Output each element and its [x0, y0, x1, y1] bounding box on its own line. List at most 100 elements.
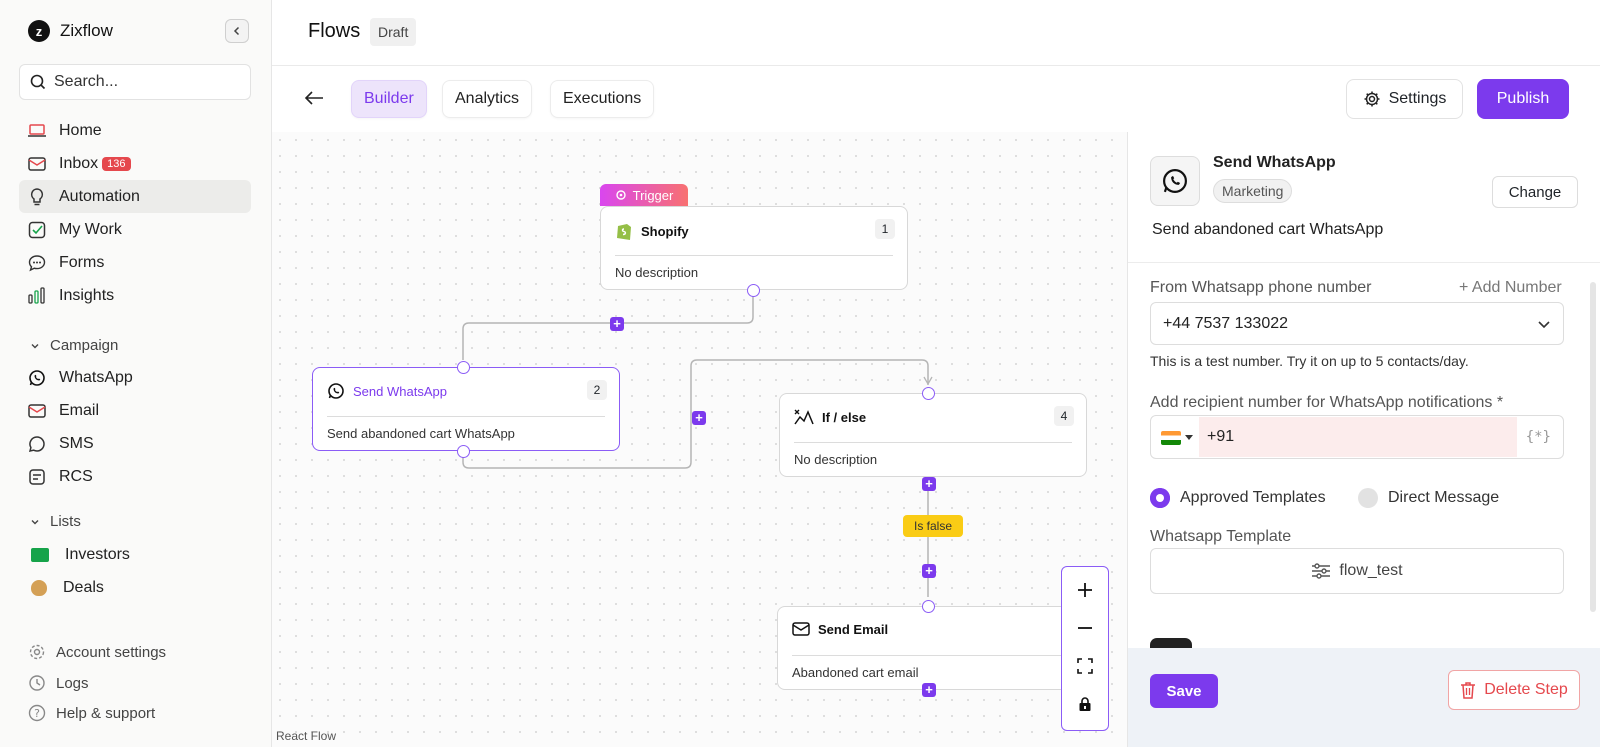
- node-header: Send WhatsApp: [327, 382, 447, 400]
- sidebar-item-inbox[interactable]: Inbox 136: [19, 147, 251, 180]
- shopify-icon: [617, 224, 631, 240]
- sidebar-item-account-settings[interactable]: Account settings: [28, 643, 166, 661]
- lists-section-toggle[interactable]: Lists: [30, 513, 81, 530]
- fit-view-button[interactable]: [1062, 647, 1108, 685]
- sidebar: z Zixflow Search... Home Inbox 136 Autom…: [0, 0, 272, 747]
- add-step-button[interactable]: +: [922, 477, 936, 491]
- node-description: No description: [794, 452, 878, 467]
- sidebar-item-investors[interactable]: Investors: [19, 538, 251, 571]
- flow-node-send-whatsapp[interactable]: Send WhatsApp 2 Send abandoned cart What…: [312, 367, 620, 451]
- settings-button[interactable]: Settings: [1346, 79, 1463, 119]
- from-number-select[interactable]: +44 7537 133022: [1150, 302, 1564, 345]
- step-icon: [1150, 156, 1200, 206]
- caret-down-icon[interactable]: [1185, 435, 1193, 441]
- flow-canvas[interactable]: Trigger Shopify 1 No description + Send …: [272, 132, 1127, 747]
- add-step-button[interactable]: +: [692, 411, 706, 425]
- builder-toolbar: Builder Analytics Executions Settings Pu…: [272, 66, 1600, 132]
- chevron-down-icon: [31, 519, 39, 524]
- top-header: Flows Draft: [272, 0, 1600, 66]
- zoom-in-button[interactable]: [1062, 571, 1108, 609]
- react-flow-attribution[interactable]: React Flow: [276, 729, 337, 743]
- node-output-handle[interactable]: [747, 284, 760, 297]
- search-icon: [30, 74, 46, 90]
- brand[interactable]: z Zixflow: [28, 20, 113, 42]
- sidebar-item-automation[interactable]: Automation: [19, 180, 251, 213]
- node-input-handle[interactable]: [922, 600, 935, 613]
- recipient-label: Add recipient number for WhatsApp notifi…: [1150, 394, 1504, 411]
- chevron-down-icon: [1538, 321, 1550, 329]
- sidebar-item-rcs[interactable]: RCS: [19, 460, 251, 493]
- lock-button[interactable]: [1062, 685, 1108, 723]
- radio-label: Approved Templates: [1180, 489, 1326, 506]
- gear-icon: [29, 644, 45, 660]
- flow-node-if-else[interactable]: If / else 4 No description: [779, 393, 1087, 477]
- node-input-handle[interactable]: [457, 361, 470, 374]
- sidebar-item-deals[interactable]: Deals: [19, 571, 251, 604]
- recipient-phone-input[interactable]: [1199, 417, 1517, 457]
- node-divider: [794, 442, 1072, 443]
- node-input-handle[interactable]: [922, 387, 935, 400]
- back-button[interactable]: [302, 86, 326, 110]
- sidebar-item-label: WhatsApp: [59, 368, 133, 386]
- save-button[interactable]: Save: [1150, 674, 1218, 708]
- node-number: 4: [1054, 406, 1074, 426]
- tab-executions[interactable]: Executions: [550, 80, 655, 118]
- campaign-section-toggle[interactable]: Campaign: [30, 337, 118, 354]
- radio-approved-templates[interactable]: Approved Templates: [1150, 488, 1326, 508]
- node-divider: [327, 416, 605, 417]
- sidebar-item-label: Account settings: [56, 643, 167, 661]
- radio-label: Direct Message: [1388, 489, 1500, 506]
- sidebar-item-whatsapp[interactable]: WhatsApp: [19, 361, 251, 394]
- edge-arrow: [923, 376, 933, 386]
- sidebar-item-label: Inbox: [59, 154, 99, 172]
- trash-icon: [1461, 682, 1476, 699]
- inbox-count-badge: 136: [102, 156, 131, 171]
- sidebar-item-sms[interactable]: SMS: [19, 427, 251, 460]
- tab-analytics[interactable]: Analytics: [442, 80, 533, 118]
- mail-icon: [27, 401, 47, 421]
- radio-direct-message[interactable]: Direct Message: [1358, 488, 1499, 508]
- sidebar-item-label: Deals: [63, 578, 104, 596]
- whatsapp-icon: [328, 383, 344, 399]
- insert-variable-button[interactable]: {*}: [1525, 429, 1551, 445]
- tab-builder[interactable]: Builder: [351, 80, 427, 118]
- clock-icon: [29, 675, 45, 691]
- sidebar-item-insights[interactable]: Insights: [19, 279, 251, 312]
- add-number-link[interactable]: + Add Number: [1459, 279, 1562, 296]
- edge-whatsapp-ifelse: [462, 359, 929, 469]
- flow-node-shopify[interactable]: Shopify 1 No description: [600, 206, 908, 290]
- trigger-label: Trigger: [632, 187, 674, 203]
- add-step-button[interactable]: +: [610, 317, 624, 331]
- add-step-button[interactable]: +: [922, 564, 936, 578]
- node-title: If / else: [822, 409, 867, 425]
- message-square-icon: [27, 467, 47, 487]
- laptop-icon: [27, 121, 47, 141]
- node-title: Send Email: [818, 621, 889, 637]
- flow-node-send-email[interactable]: Send Email Abandoned cart email: [777, 606, 1077, 690]
- search-input[interactable]: Search...: [19, 64, 251, 100]
- india-flag-icon[interactable]: [1161, 431, 1181, 445]
- panel-divider: [1128, 262, 1600, 263]
- branch-false-label: Is false: [903, 515, 963, 537]
- status-badge: Draft: [370, 18, 417, 46]
- sidebar-item-forms[interactable]: Forms: [19, 246, 251, 279]
- step-description[interactable]: Send abandoned cart WhatsApp: [1152, 221, 1384, 238]
- template-select-button[interactable]: flow_test: [1150, 548, 1564, 594]
- sidebar-item-logs[interactable]: Logs: [28, 674, 89, 692]
- delete-step-button[interactable]: Delete Step: [1448, 670, 1580, 710]
- node-output-handle[interactable]: [457, 445, 470, 458]
- step-category-tag: Marketing: [1213, 179, 1293, 203]
- radio-checked-icon: [1150, 488, 1170, 508]
- sidebar-item-email[interactable]: Email: [19, 394, 251, 427]
- sidebar-item-my-work[interactable]: My Work: [19, 213, 251, 246]
- lock-icon: [1079, 697, 1091, 711]
- sidebar-item-home[interactable]: Home: [19, 114, 251, 147]
- sidebar-item-label: Help & support: [56, 704, 156, 722]
- sidebar-item-help-support[interactable]: ? Help & support: [28, 704, 155, 722]
- add-step-button[interactable]: +: [922, 683, 936, 697]
- panel-scrollbar[interactable]: [1590, 282, 1596, 612]
- zoom-out-button[interactable]: [1062, 609, 1108, 647]
- collapse-sidebar-button[interactable]: [225, 19, 249, 43]
- publish-button[interactable]: Publish: [1477, 79, 1569, 119]
- change-step-button[interactable]: Change: [1492, 176, 1578, 208]
